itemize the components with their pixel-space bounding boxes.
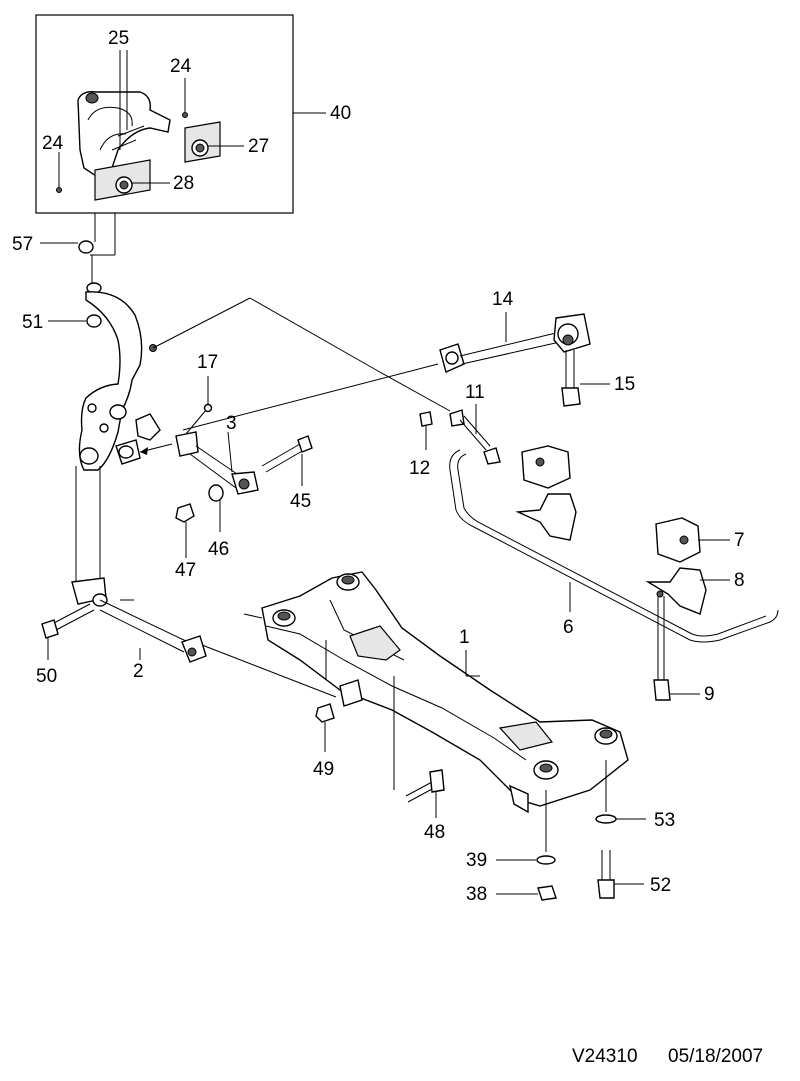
bolt-50 <box>41 603 95 660</box>
callout-6: 6 <box>563 617 574 638</box>
callout-28: 28 <box>173 173 194 194</box>
diagram-code: V24310 <box>572 1046 638 1067</box>
callout-1: 1 <box>459 627 470 648</box>
callout-7: 7 <box>734 530 745 551</box>
callout-11: 11 <box>465 382 485 403</box>
clamp-8 <box>515 493 730 615</box>
callout-46: 46 <box>208 539 229 560</box>
callout-15: 15 <box>614 374 635 395</box>
nut-49 <box>315 703 335 723</box>
callout-38: 38 <box>466 884 487 905</box>
callout-40: 40 <box>330 103 351 124</box>
bolt-52 <box>597 850 644 899</box>
stabilizer-link-11 <box>449 404 501 465</box>
callout-9: 9 <box>704 684 715 705</box>
lateral-arm-3 <box>115 376 259 495</box>
inset-assembly-40 <box>35 14 294 214</box>
callout-48: 48 <box>424 822 445 843</box>
callout-8: 8 <box>734 570 745 591</box>
washer-46 <box>208 484 224 502</box>
callout-49: 49 <box>313 759 334 780</box>
callout-labels: 25 24 24 27 28 40 57 51 14 17 15 11 3 12… <box>12 28 745 905</box>
callout-24-right: 24 <box>170 56 192 77</box>
nut-12 <box>419 411 433 427</box>
callout-57: 57 <box>12 234 33 255</box>
washer-53 <box>595 814 617 824</box>
bushing-7 <box>521 445 730 563</box>
callout-2: 2 <box>133 661 144 682</box>
callout-51: 51 <box>22 312 43 333</box>
bolt-45 <box>261 435 313 486</box>
callout-14: 14 <box>492 289 514 310</box>
bolt-15 <box>561 350 610 407</box>
rear-arm-2 <box>99 599 207 663</box>
callout-12: 12 <box>409 458 430 479</box>
callout-47: 47 <box>175 560 196 581</box>
callout-50: 50 <box>36 666 57 687</box>
nut-38 <box>537 885 557 901</box>
callout-53: 53 <box>654 810 675 831</box>
callout-52: 52 <box>650 875 671 896</box>
nut-47 <box>175 503 195 523</box>
diagram-date: 05/18/2007 <box>668 1046 763 1067</box>
callout-39: 39 <box>466 850 487 871</box>
callout-24-left: 24 <box>42 133 64 154</box>
washer-39 <box>536 855 556 865</box>
callout-17: 17 <box>197 352 218 373</box>
link-14 <box>439 312 591 373</box>
knuckle-trailing-arm <box>40 213 157 607</box>
bolt-48 <box>405 769 445 818</box>
callout-27: 27 <box>248 136 269 157</box>
callout-25: 25 <box>108 28 129 49</box>
crossmember-1 <box>243 571 629 814</box>
stabilizer-bar-6 <box>449 449 779 643</box>
bolt-9 <box>653 596 700 701</box>
callout-45: 45 <box>290 491 311 512</box>
callout-3: 3 <box>226 413 237 434</box>
diagram-footer: V24310 05/18/2007 <box>572 1046 763 1067</box>
